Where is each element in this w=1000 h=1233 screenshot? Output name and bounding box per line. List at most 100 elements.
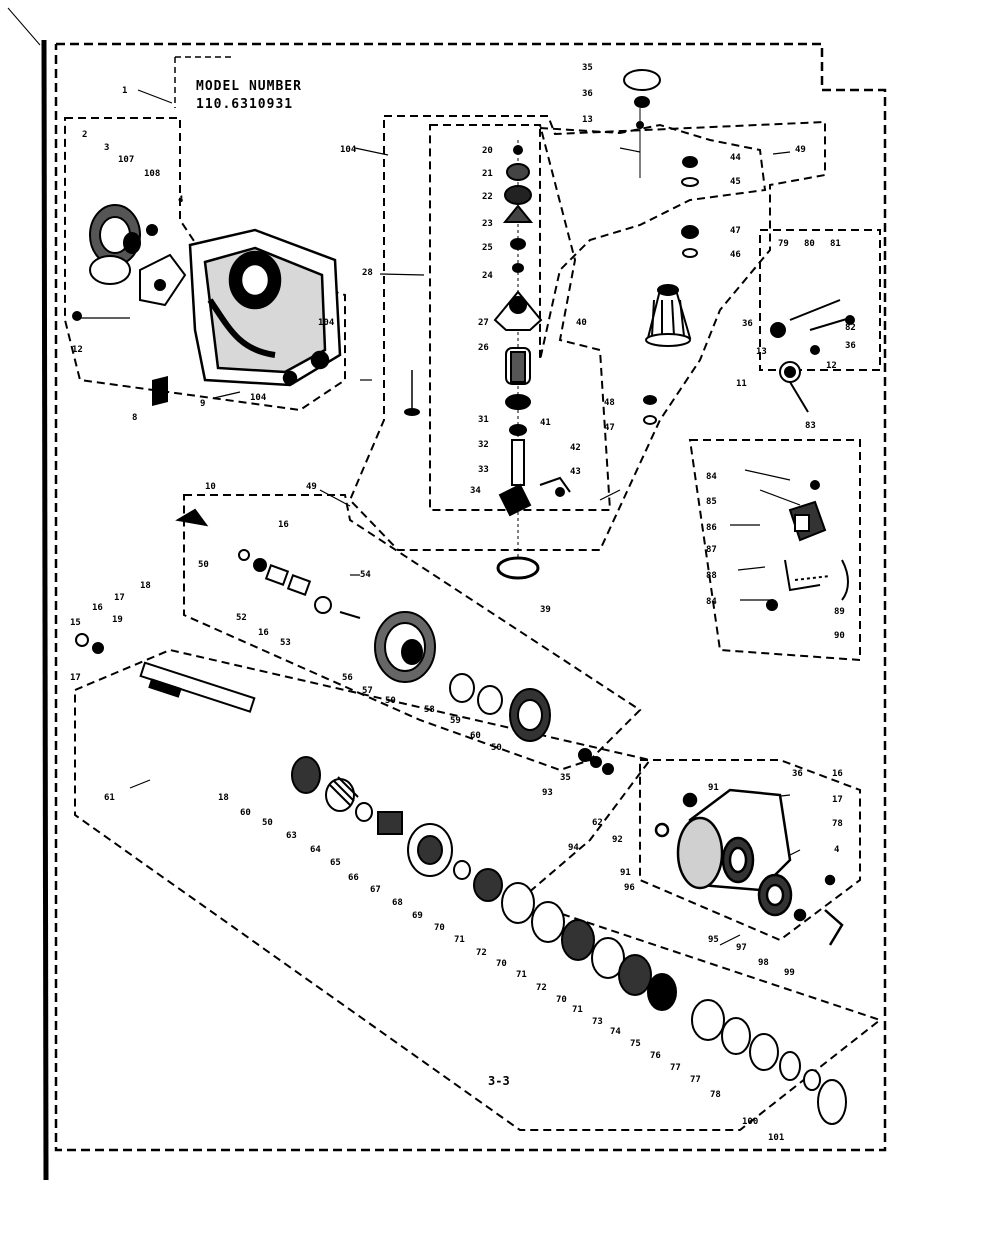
- callout: 73: [592, 1017, 603, 1027]
- callout: 17: [832, 795, 843, 805]
- callout: 78: [710, 1090, 721, 1100]
- outline-right-motor: [639, 759, 861, 942]
- callout: 8: [132, 413, 137, 423]
- callout: 35: [560, 773, 571, 783]
- callout: 41: [540, 418, 551, 428]
- callout: 28: [362, 268, 373, 278]
- callout: 54: [360, 570, 371, 580]
- outline-motor-upper: [183, 494, 642, 772]
- callout: 92: [612, 835, 623, 845]
- callout: 84: [706, 472, 717, 482]
- callout: 43: [570, 467, 581, 477]
- callout: 16: [278, 520, 289, 530]
- callout: 58: [424, 705, 435, 715]
- callout: 47: [730, 226, 741, 236]
- callout: 48: [604, 398, 615, 408]
- scan-edge-left: [41, 39, 49, 1181]
- callout: 66: [348, 873, 359, 883]
- outline-shaft-lower: [74, 648, 883, 1131]
- callout: 39: [540, 605, 551, 615]
- callout: 15: [70, 618, 81, 628]
- callout: 104: [250, 393, 267, 403]
- callout: 77: [670, 1063, 681, 1073]
- callout: 50: [491, 743, 502, 753]
- callout: 18: [140, 581, 151, 591]
- callout: 36: [845, 341, 856, 351]
- callout: 36: [792, 769, 803, 779]
- callout: 2: [82, 130, 87, 140]
- model-number-value: 110.6310931: [196, 97, 293, 112]
- drive-shaft-lower-row: [75, 633, 847, 1125]
- outline-right-top: [759, 229, 881, 371]
- callout: 36: [742, 319, 753, 329]
- callout: 16: [258, 628, 269, 638]
- outer-border: [54, 42, 887, 1152]
- callout: 20: [482, 146, 493, 156]
- callout: 76: [650, 1051, 661, 1061]
- callout: 10: [205, 482, 216, 492]
- callout: 86: [706, 523, 717, 533]
- callout: 70: [496, 959, 507, 969]
- callout: 53: [280, 638, 291, 648]
- outline-upper-center: [348, 115, 826, 551]
- callout: 72: [536, 983, 547, 993]
- callout: 98: [758, 958, 769, 968]
- scan-corner-mark: [7, 7, 41, 46]
- column-parts: [623, 69, 699, 425]
- callout: 83: [805, 421, 816, 431]
- callout: 99: [784, 968, 795, 978]
- callout: 11: [736, 379, 747, 389]
- callout: 24: [482, 271, 493, 281]
- callout: 35: [582, 63, 593, 73]
- page-number: 3-3: [488, 1074, 510, 1088]
- callout: 85: [706, 497, 717, 507]
- callout: 25: [482, 243, 493, 253]
- callout: 93: [542, 788, 553, 798]
- callout: 60: [240, 808, 251, 818]
- callout: 95: [708, 935, 719, 945]
- callout: 12: [826, 361, 837, 371]
- callout: 1: [122, 86, 127, 96]
- callout: 44: [730, 153, 741, 163]
- model-number-label: MODEL NUMBER: [196, 79, 302, 94]
- callout: 42: [570, 443, 581, 453]
- small-bracket-part-8: [152, 376, 168, 406]
- callout: 72: [476, 948, 487, 958]
- callout: 80: [804, 239, 815, 249]
- callout: 45: [730, 177, 741, 187]
- pulley-assembly-left: [72, 204, 187, 321]
- callout: 61: [104, 793, 115, 803]
- callout: 23: [482, 219, 493, 229]
- callout: 34: [470, 486, 481, 496]
- motor-body-right: [654, 788, 844, 946]
- callout-labels: 1 2 3 107 108 4 12 8 9 104 104 104 20 21…: [70, 63, 856, 1143]
- callout: 32: [478, 440, 489, 450]
- outline-left-housing: [64, 117, 346, 412]
- callout: 17: [70, 673, 81, 683]
- callout: 40: [576, 318, 587, 328]
- callout: 12: [72, 345, 83, 355]
- outline-right-mid: [688, 439, 861, 662]
- callout: 107: [118, 155, 134, 165]
- agitator-part-stack: [404, 140, 571, 580]
- callout: 82: [845, 323, 856, 333]
- transmission-housing: [188, 228, 342, 387]
- callout: 50: [262, 818, 273, 828]
- callout: 70: [556, 995, 567, 1005]
- callout: 13: [756, 347, 767, 357]
- callout: 18: [218, 793, 229, 803]
- callout: 87: [706, 545, 717, 555]
- callout: 33: [478, 465, 489, 475]
- callout: 100: [742, 1117, 758, 1127]
- callout: 67: [370, 885, 381, 895]
- callout: 21: [482, 169, 493, 179]
- callout: 27: [478, 318, 489, 328]
- callout: 50: [385, 696, 396, 706]
- callout: 79: [778, 239, 789, 249]
- callout: 90: [834, 631, 845, 641]
- callout: 71: [454, 935, 465, 945]
- switch-bracket-right: [766, 480, 849, 611]
- callout: 60: [470, 731, 481, 741]
- callout: 91: [708, 783, 719, 793]
- callout: 3: [104, 143, 109, 153]
